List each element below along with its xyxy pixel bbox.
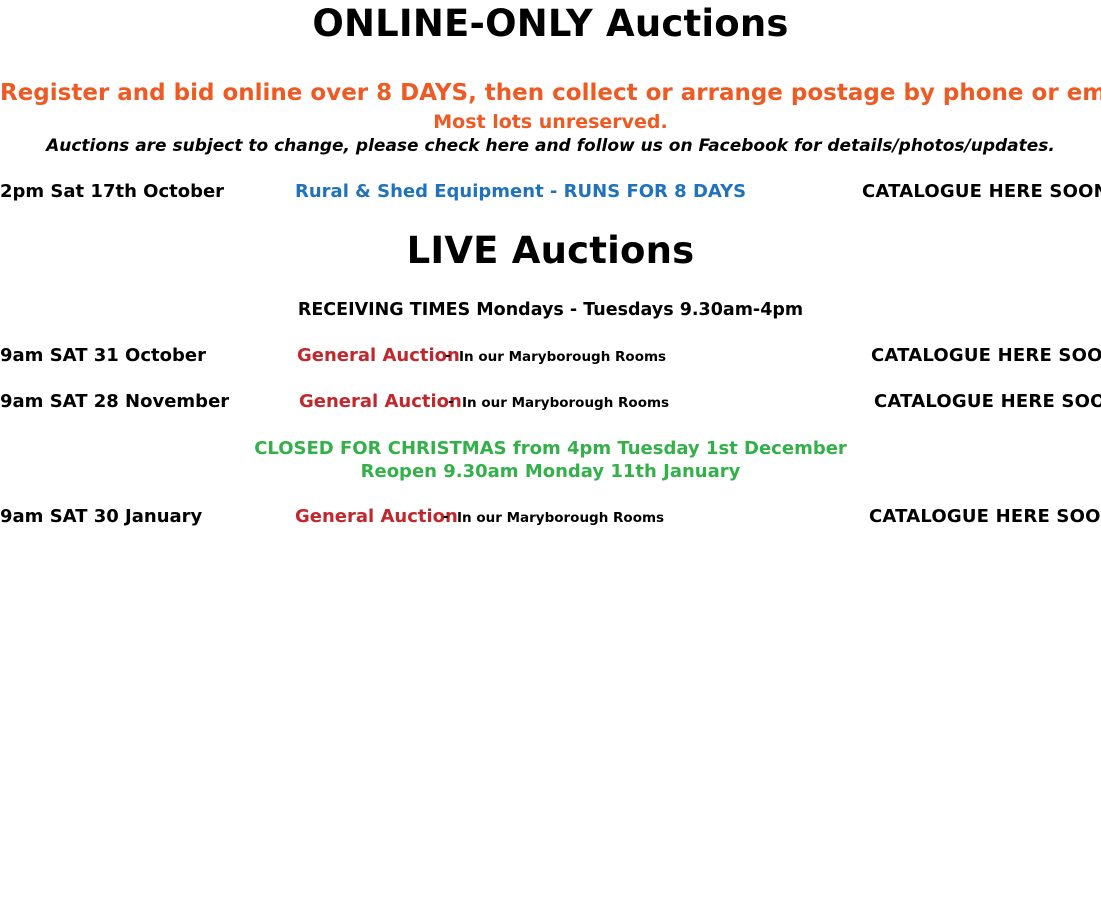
live-auctions-heading: LIVE Auctions bbox=[406, 229, 695, 272]
event-location: In our Maryborough Rooms bbox=[459, 349, 667, 365]
online-unreserved-line: Most lots unreserved. bbox=[433, 111, 668, 133]
event-date: 9am SAT 31 October bbox=[0, 345, 206, 366]
catalogue-link[interactable]: CATALOGUE HERE SOON bbox=[862, 181, 1101, 202]
live-event-row: 9am SAT 28 November General Auction - In… bbox=[0, 391, 1101, 417]
event-date: 9am SAT 30 January bbox=[0, 506, 203, 527]
receiving-times: RECEIVING TIMES Mondays - Tuesdays 9.30a… bbox=[297, 300, 804, 320]
online-register-line: Register and bid online over 8 DAYS, the… bbox=[0, 80, 1101, 106]
event-location: In our Maryborough Rooms bbox=[462, 395, 670, 411]
online-notice-line: Auctions are subject to change, please c… bbox=[46, 136, 1055, 156]
event-date: 9am SAT 28 November bbox=[0, 391, 230, 412]
event-title-link[interactable]: General Auction bbox=[297, 345, 460, 366]
event-location: In our Maryborough Rooms bbox=[457, 510, 665, 526]
catalogue-link[interactable]: CATALOGUE HERE SOON bbox=[874, 391, 1101, 412]
event-separator: - bbox=[443, 509, 449, 525]
online-auctions-heading: ONLINE-ONLY Auctions bbox=[312, 2, 789, 45]
event-separator: - bbox=[448, 394, 454, 410]
event-date: 2pm Sat 17th October bbox=[0, 181, 225, 202]
event-separator: - bbox=[445, 348, 451, 364]
catalogue-link[interactable]: CATALOGUE HERE SOON bbox=[871, 345, 1101, 366]
christmas-reopen-notice: Reopen 9.30am Monday 11th January bbox=[360, 461, 741, 482]
event-title-link[interactable]: General Auction bbox=[295, 506, 458, 527]
live-event-row: 9am SAT 30 January General Auction - In … bbox=[0, 506, 1101, 532]
event-title-link[interactable]: General Auction bbox=[299, 391, 462, 412]
event-title-link[interactable]: Rural & Shed Equipment - RUNS FOR 8 DAYS bbox=[295, 181, 747, 202]
christmas-closed-notice: CLOSED FOR CHRISTMAS from 4pm Tuesday 1s… bbox=[254, 438, 847, 459]
catalogue-link[interactable]: CATALOGUE HERE SOON bbox=[869, 506, 1101, 527]
live-event-row: 9am SAT 31 October General Auction - In … bbox=[0, 345, 1101, 371]
online-event-row: 2pm Sat 17th October Rural & Shed Equipm… bbox=[0, 181, 1101, 207]
